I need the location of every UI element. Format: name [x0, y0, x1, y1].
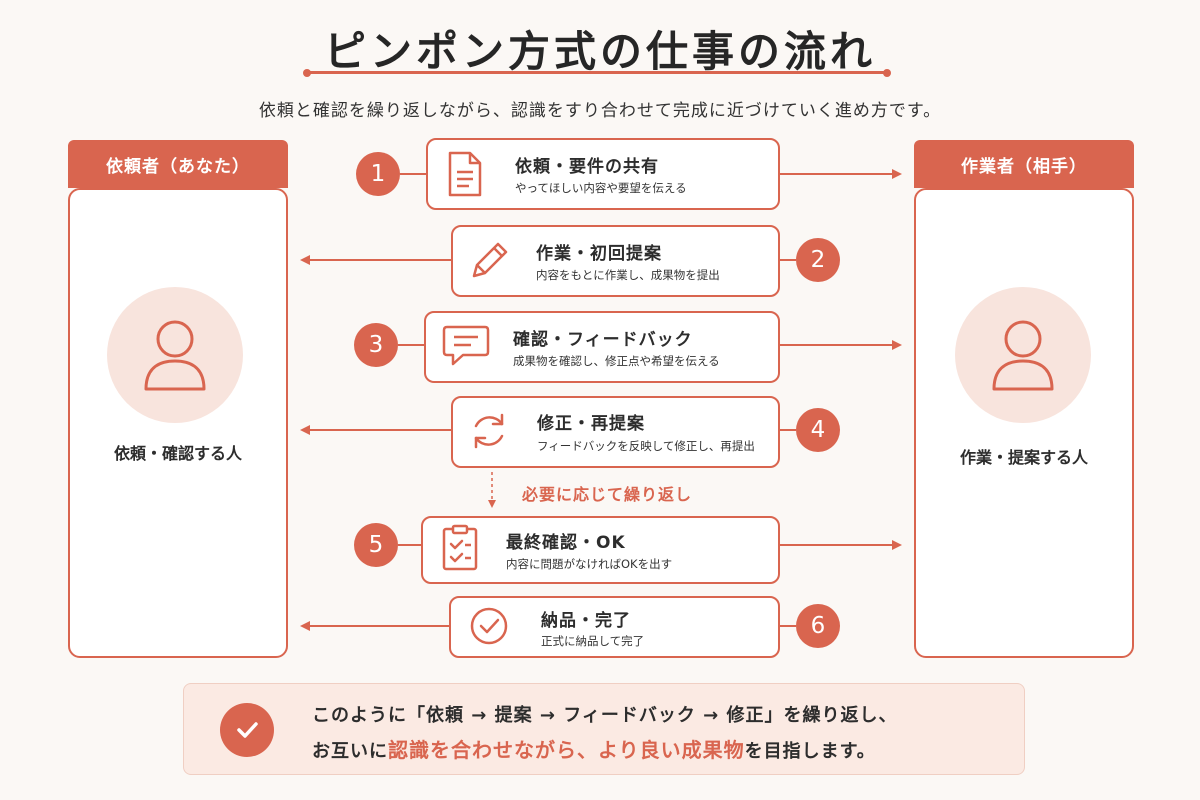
- step-3-desc: 成果物を確認し、修正点や希望を伝える: [513, 354, 720, 368]
- step-1-title: 依頼・要件の共有: [515, 157, 659, 177]
- check-circle-icon: [470, 607, 508, 645]
- step-3-box: [424, 311, 780, 383]
- check-icon: [237, 722, 258, 738]
- worker-header: 作業者（相手）: [914, 140, 1134, 188]
- requester-role-label: 依頼・確認する人: [113, 444, 242, 463]
- step-6-box: [449, 596, 780, 658]
- step-2-desc: 内容をもとに作業し、成果物を提出: [536, 268, 720, 282]
- step-6-number: 6: [796, 604, 840, 648]
- summary-line-2-pre: お互いに: [312, 741, 388, 762]
- chat-bubble-icon: [442, 325, 490, 366]
- title-underline: [303, 68, 891, 77]
- person-icon: [144, 320, 206, 391]
- summary-line-1: このように「依頼 → 提案 → フィードバック → 修正」を繰り返し、: [312, 705, 898, 726]
- pencil-icon: [472, 242, 508, 278]
- summary-highlight: 認識を合わせながら、より良い成果物: [388, 738, 745, 762]
- requester-avatar: [107, 287, 243, 423]
- step-2-title: 作業・初回提案: [536, 244, 662, 264]
- step-2-number: 2: [796, 238, 840, 282]
- repeat-note: 必要に応じて繰り返し: [522, 485, 693, 504]
- refresh-icon: [474, 413, 504, 449]
- step-5-box: [421, 516, 780, 584]
- step-1-number: 1: [356, 152, 400, 196]
- requester-panel: [68, 188, 288, 658]
- page-subtitle: 依頼と確認を繰り返しながら、認識をすり合わせて完成に近づけていく進め方です。: [258, 101, 942, 121]
- step-6-desc: 正式に納品して完了: [541, 634, 645, 648]
- step-5-title: 最終確認・OK: [506, 533, 626, 553]
- document-icon: [448, 151, 482, 197]
- worker-avatar: [955, 287, 1091, 423]
- summary-check-badge: [220, 703, 274, 757]
- summary-line-2: お互いに認識を合わせながら、より良い成果物を目指します。: [312, 734, 876, 763]
- step-1-desc: やってほしい内容や要望を伝える: [515, 181, 687, 195]
- summary-box: [183, 683, 1025, 775]
- step-3-title: 確認・フィードバック: [513, 330, 693, 350]
- step-5-number: 5: [354, 523, 398, 567]
- summary-line-2-post: を目指します。: [744, 741, 876, 762]
- worker-panel: [914, 188, 1134, 658]
- step-3-number: 3: [354, 323, 398, 367]
- step-2-box: [451, 225, 780, 297]
- step-4-box: [451, 396, 780, 468]
- step-6-title: 納品・完了: [541, 611, 631, 631]
- step-5-desc: 内容に問題がなければOKを出す: [506, 557, 673, 571]
- worker-role-label: 作業・提案する人: [959, 448, 1088, 467]
- step-4-title: 修正・再提案: [537, 414, 645, 434]
- step-4-desc: フィードバックを反映して修正し、再提出: [537, 439, 755, 453]
- page-title: ピンポン方式の仕事の流れ: [323, 27, 876, 76]
- checklist-icon: [442, 524, 478, 571]
- requester-header: 依頼者（あなた）: [68, 140, 288, 188]
- step-4-number: 4: [796, 408, 840, 452]
- step-1-box: [426, 138, 780, 210]
- person-icon: [992, 320, 1054, 391]
